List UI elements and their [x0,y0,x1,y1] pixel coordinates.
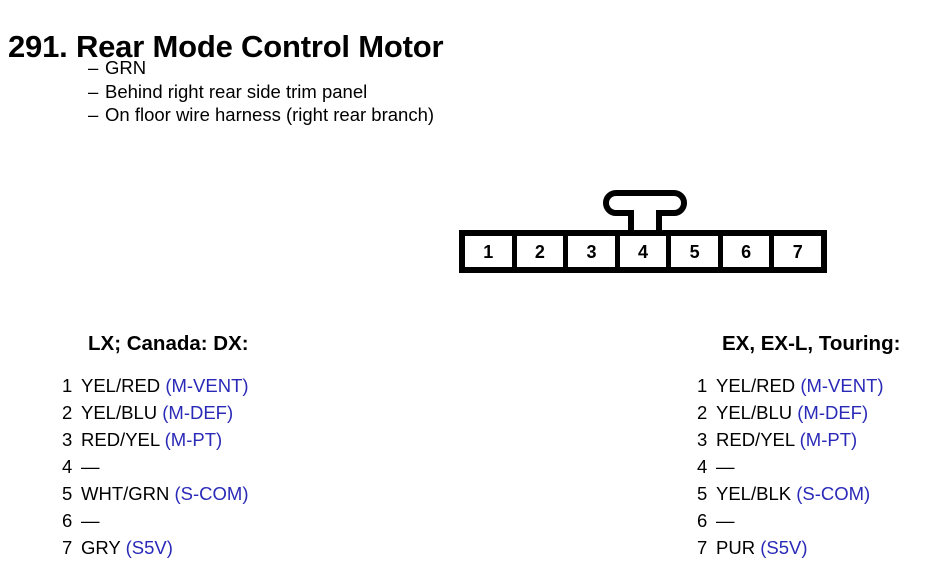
pin-wire-color: YEL/BLK [716,483,792,504]
pin-wire-color: YEL/RED [81,375,161,396]
pin-empty-dash: — [81,510,100,531]
pin-row: 5 WHT/GRN (S-COM) [62,480,422,507]
pin-wire-color: WHT/GRN [81,483,170,504]
pin-row: 5 YEL/BLK (S-COM) [697,480,950,507]
pin-cell-5: 5 [671,236,718,267]
pin-rows: 1 YEL/RED (M-VENT) 2 YEL/BLU (M-DEF) 3 RED/… [62,372,422,561]
pin-signal-name: (M-DEF) [797,402,869,423]
pin-number: 6 [62,510,73,531]
note-item: –On floor wire harness (right rear branc… [88,103,434,127]
pin-number: 3 [697,429,708,450]
pin-cell-3: 3 [568,236,615,267]
pin-row: 4— [697,453,950,480]
pin-empty-dash: — [716,510,735,531]
pin-empty-dash: — [716,456,735,477]
pin-wire-color: PUR [716,537,756,558]
pin-signal-name: (M-VENT) [165,375,249,396]
note-dash: – [88,80,99,102]
pin-number: 5 [697,483,708,504]
pin-number: 3 [62,429,73,450]
pin-wire-color: YEL/BLU [81,402,158,423]
pin-rows: 1 YEL/RED (M-VENT) 2 YEL/BLU (M-DEF) 3 RED/… [697,372,950,561]
pin-number: 4 [697,456,708,477]
note-text: GRN [105,57,147,78]
pin-cell-6: 6 [722,236,770,267]
pin-row: 1 YEL/RED (M-VENT) [697,372,950,399]
pin-wire-color: RED/YEL [716,429,795,450]
pin-number: 6 [697,510,708,531]
connector-latch-icon [603,190,687,232]
pin-row: 4— [62,453,422,480]
pin-wire-color: YEL/RED [716,375,796,396]
pin-number: 2 [697,402,708,423]
pin-row: 6— [697,507,950,534]
pin-wire-color: RED/YEL [81,429,160,450]
page-title: 291. Rear Mode Control Motor [8,28,444,64]
pin-row: 2 YEL/BLU (M-DEF) [697,399,950,426]
pin-signal-name: (M-PT) [164,429,223,450]
pin-number: 1 [697,375,708,396]
pin-cell-4: 4 [619,236,667,267]
connector-housing: 1 2 3 4 5 6 7 [459,230,827,273]
note-dash: – [88,57,99,78]
pin-table-lx-canada-dx: LX; Canada: DX: 1 YEL/RED (M-VENT) 2 YEL/B… [62,332,422,561]
note-text: On floor wire harness (right rear branch… [105,104,435,125]
pin-signal-name: (M-VENT) [800,375,884,396]
pin-number: 7 [62,537,73,558]
note-dash: – [88,104,99,125]
pin-row: 2 YEL/BLU (M-DEF) [62,399,422,426]
pin-cell-2: 2 [516,236,564,267]
pin-empty-dash: — [81,456,100,477]
pin-signal-name: (S-COM) [796,483,871,504]
note-text: Behind right rear side trim panel [105,80,368,102]
pin-cell-7: 7 [774,236,822,267]
pin-number: 5 [62,483,73,504]
column-heading: LX; Canada: DX: [88,332,249,355]
pin-signal-name: (S5V) [760,537,808,558]
pin-number: 2 [62,402,73,423]
pin-row: 3 RED/YEL (M-PT) [62,426,422,453]
note-item: –Behind right rear side trim panel [88,80,434,104]
pin-signal-name: (M-DEF) [162,402,234,423]
pin-row: 7 GRY (S5V) [62,534,422,561]
pin-number: 1 [62,375,73,396]
column-heading: EX, EX-L, Touring: [722,332,901,355]
pin-signal-name: (S5V) [125,537,173,558]
latch-stem [628,210,662,232]
pin-number: 4 [62,456,73,477]
note-item: –GRN [88,56,434,80]
pin-row: 1 YEL/RED (M-VENT) [62,372,422,399]
pin-number: 7 [697,537,708,558]
pin-row: 7 PUR (S5V) [697,534,950,561]
notes-list: –GRN –Behind right rear side trim panel … [88,56,434,127]
pin-wire-color: YEL/BLU [716,402,793,423]
pin-signal-name: (M-PT) [799,429,858,450]
pin-signal-name: (S-COM) [174,483,249,504]
pin-row: 3 RED/YEL (M-PT) [697,426,950,453]
pin-row: 6— [62,507,422,534]
pin-cell-1: 1 [465,236,512,267]
connector-diagram: 1 2 3 4 5 6 7 [459,190,827,273]
pin-wire-color: GRY [81,537,121,558]
